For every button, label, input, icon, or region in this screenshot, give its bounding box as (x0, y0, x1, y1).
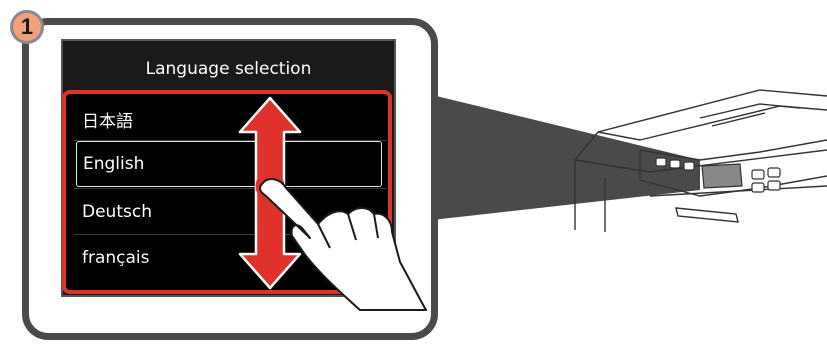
step-number-badge: 1 (10, 10, 44, 44)
language-option-japanese[interactable]: 日本語 (76, 96, 382, 142)
list-divider (74, 234, 386, 235)
language-option-german[interactable]: Deutsch (76, 189, 382, 235)
list-divider (74, 140, 386, 141)
language-label: Deutsch (82, 202, 152, 222)
screen-title: Language selection (145, 59, 312, 79)
language-label: 日本語 (82, 111, 133, 132)
list-divider (74, 188, 386, 189)
language-label: English (83, 154, 145, 174)
language-option-english[interactable]: English (76, 141, 382, 187)
